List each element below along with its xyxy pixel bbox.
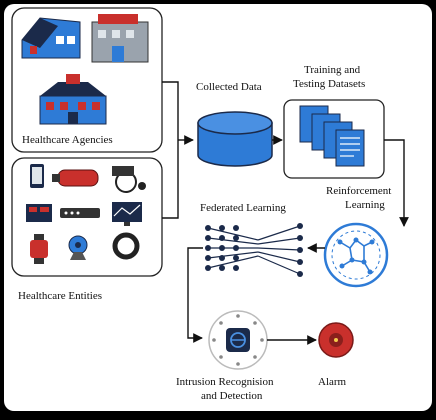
healthcare-agencies-label: Healthcare Agencies xyxy=(22,134,113,146)
healthcare-entities-label: Healthcare Entities xyxy=(18,290,102,302)
rl-label-line2: Learning xyxy=(345,199,385,211)
federated-learning-label: Federated Learning xyxy=(200,202,286,214)
wheelchair-icon xyxy=(112,166,146,193)
camera-icon xyxy=(68,235,88,260)
ring-sensor-icon xyxy=(112,232,140,260)
training-label-line2: Testing Datasets xyxy=(293,78,365,90)
healthcare-agencies-box: Healthcare Agencies xyxy=(11,7,163,153)
arrow-to-rl xyxy=(384,139,409,227)
training-label-line1: Training and xyxy=(304,64,361,76)
healthcare-entities-box: Healthcare Entities xyxy=(11,157,163,302)
clinic-building-icon xyxy=(21,17,81,59)
datasets-box xyxy=(283,99,385,179)
oxygen-tank-icon xyxy=(52,169,99,187)
alarm-label: Alarm xyxy=(318,376,347,388)
smartwatch-icon xyxy=(30,234,48,264)
merge-connector xyxy=(162,81,194,219)
hospital-icon xyxy=(91,14,149,63)
rl-label-line1: Reinforcement xyxy=(326,185,391,197)
router-icon xyxy=(60,208,100,218)
smartphone-icon xyxy=(30,164,44,188)
arrow-to-intrusion xyxy=(187,247,203,343)
display-screen-icon xyxy=(112,202,142,226)
medical-center-icon xyxy=(39,74,107,125)
intrusion-label-line2: and Detection xyxy=(201,390,263,402)
neural-circuit-icon xyxy=(323,222,389,288)
neural-network-icon xyxy=(205,223,303,277)
alarm-icon xyxy=(318,322,354,358)
intrusion-detector-icon xyxy=(208,310,268,370)
monitor-device-icon xyxy=(26,204,52,222)
intrusion-label-line1: Intrusion Recognision xyxy=(176,376,274,388)
collected-data-label: Collected Data xyxy=(196,81,262,93)
database-icon xyxy=(197,111,273,167)
dataset-stack-icon xyxy=(299,105,365,167)
